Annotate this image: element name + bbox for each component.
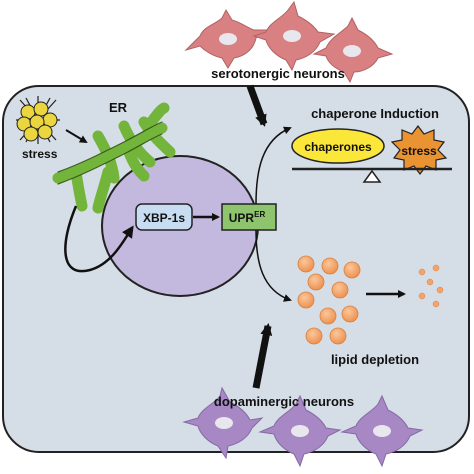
upr-er-box: [221, 203, 277, 231]
er-outline: [57, 121, 163, 185]
serotonergic-signal-arrow: [246, 84, 268, 127]
upr-er-label: UPRER: [229, 210, 266, 225]
chaperones-oval: [291, 128, 385, 164]
lipid-droplets-large: [297, 255, 361, 345]
er-label: ER: [109, 100, 128, 115]
dopaminergic-neuron-3: [340, 394, 424, 468]
serotonergic-label: serotonergic neurons: [211, 66, 345, 81]
stress-cluster: [16, 96, 60, 144]
lipid-droplets-small: [418, 264, 444, 308]
endoplasmic-reticulum: [52, 102, 176, 214]
stress-burst: [390, 125, 448, 175]
stress-burst-label: stress: [401, 144, 437, 158]
dopaminergic-signal-arrow: [252, 323, 273, 389]
upr-branch-lower: [255, 229, 292, 302]
chaperone-induction-label: chaperone Induction: [311, 106, 439, 121]
dopaminergic-label: dopaminergic neurons: [214, 394, 354, 409]
chaperones-label: chaperones: [304, 140, 372, 154]
upr-branch-upper: [255, 126, 292, 205]
xbp1s-label: XBP-1s: [143, 211, 185, 225]
serotonergic-neuron-2: [252, 0, 336, 72]
stress-label: stress: [22, 147, 58, 161]
xbp1s-box: [135, 203, 193, 231]
serotonergic-neuron-3: [312, 16, 394, 84]
lipid-depletion-label: lipid depletion: [331, 352, 419, 367]
dopaminergic-neuron-2: [258, 394, 342, 468]
seesaw-fulcrum: [362, 169, 382, 183]
serotonergic-neuron-1: [184, 8, 272, 69]
er-to-xbp1s-arrow: [64, 205, 134, 273]
upr-superscript: ER: [254, 210, 265, 219]
dopaminergic-neuron-1: [182, 386, 264, 460]
stress-to-er-arrow: [65, 129, 88, 144]
upr-main-text: UPR: [229, 211, 255, 225]
